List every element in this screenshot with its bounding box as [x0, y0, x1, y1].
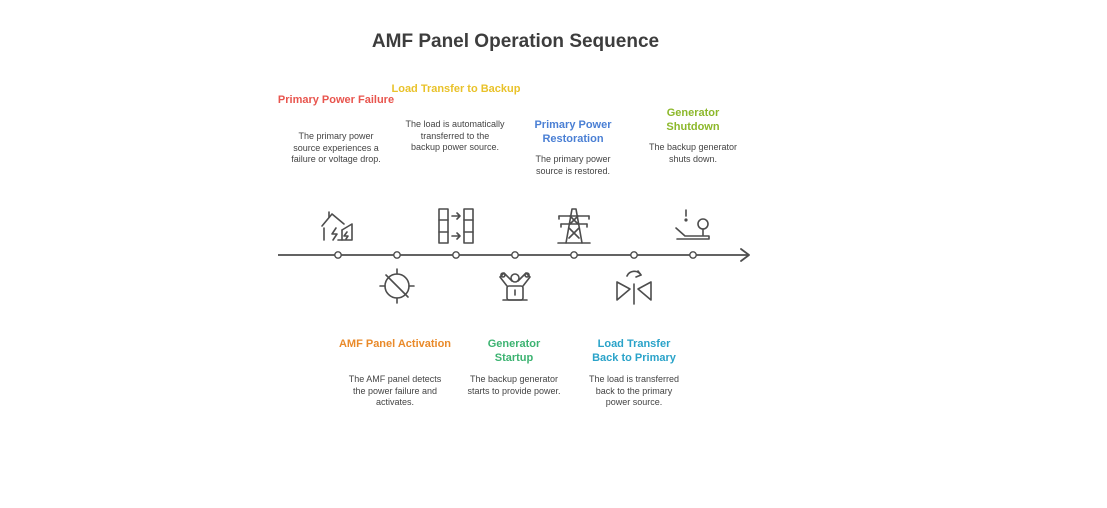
step-title-generator-startup: Generator Startup	[487, 338, 541, 364]
timeline-node-7	[689, 251, 697, 259]
disabled-target-icon	[377, 266, 417, 306]
step-title-load-transfer-to-backup: Load Transfer to Backup	[391, 83, 521, 95]
power-tower-icon	[554, 206, 594, 246]
step-title-load-transfer-back-to-primary: Load Transfer Back to Primary	[592, 338, 676, 364]
timeline-node-4	[511, 251, 519, 259]
step-title-primary-power-failure: Primary Power Failure	[277, 94, 395, 106]
house-lightning-icon	[318, 206, 358, 246]
step-desc-generator-startup: The backup generator starts to provide p…	[467, 374, 561, 396]
step-desc-primary-power-failure: The primary power source experiences a f…	[291, 131, 381, 164]
step-title-amf-panel-activation: AMF Panel Activation	[338, 338, 452, 350]
flip-arrow-icon	[614, 266, 654, 306]
transfer-columns-icon	[436, 206, 476, 246]
step-title-primary-power-restoration: Primary Power Restoration	[534, 119, 612, 145]
step-desc-load-transfer-back-to-primary: The load is transferred back to the prim…	[588, 374, 680, 407]
shutdown-lever-icon	[673, 206, 713, 246]
timeline-node-5	[570, 251, 578, 259]
diagram-title: AMF Panel Operation Sequence	[371, 31, 660, 52]
timeline-node-6	[630, 251, 638, 259]
step-desc-load-transfer-to-backup: The load is automatically transferred to…	[405, 119, 505, 152]
timeline-node-2	[393, 251, 401, 259]
engine-icon	[495, 266, 535, 306]
step-desc-amf-panel-activation: The AMF panel detects the power failure …	[348, 374, 442, 407]
timeline-arrowhead	[740, 248, 750, 262]
step-title-generator-shutdown: Generator Shutdown	[666, 107, 720, 133]
timeline-node-1	[334, 251, 342, 259]
timeline-node-3	[452, 251, 460, 259]
step-desc-generator-shutdown: The backup generator shuts down.	[648, 142, 738, 164]
step-desc-primary-power-restoration: The primary power source is restored.	[535, 154, 611, 176]
